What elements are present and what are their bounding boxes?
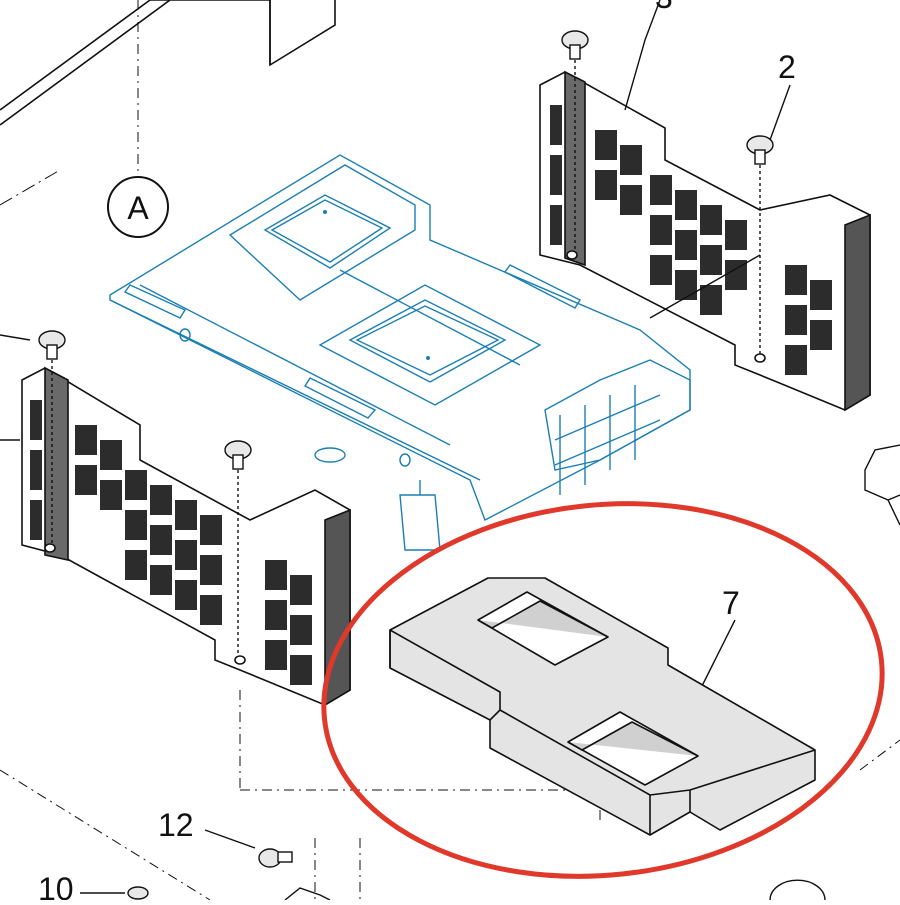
screw-icon	[258, 848, 293, 868]
callout-2: 2	[778, 49, 796, 85]
cap-inner-dots	[323, 210, 430, 360]
callout-top: 3	[655, 0, 673, 15]
part-7-pad	[389, 577, 816, 836]
leader-lines	[80, 0, 791, 894]
holder-bracket-right	[539, 70, 871, 412]
callout-labels: 2 7 12 10 3	[38, 0, 796, 905]
partial-parts-edges	[0, 334, 900, 901]
callout-10: 10	[38, 871, 74, 900]
screw-icon	[746, 135, 774, 355]
screw-icon	[224, 440, 252, 655]
reference-marker-a: A	[107, 176, 169, 238]
highlight-ring	[321, 501, 885, 879]
callout-12: 12	[158, 807, 194, 843]
screw-icon	[38, 330, 66, 545]
screw-icons	[38, 30, 774, 900]
screw-icon	[127, 886, 149, 900]
screw-icon	[561, 30, 589, 250]
housing-outline-top-left	[0, 0, 336, 206]
reference-marker-label: A	[127, 190, 149, 226]
callout-7: 7	[722, 585, 740, 621]
holder-bracket-left	[21, 366, 351, 707]
cap-assembly-blue	[109, 154, 691, 551]
